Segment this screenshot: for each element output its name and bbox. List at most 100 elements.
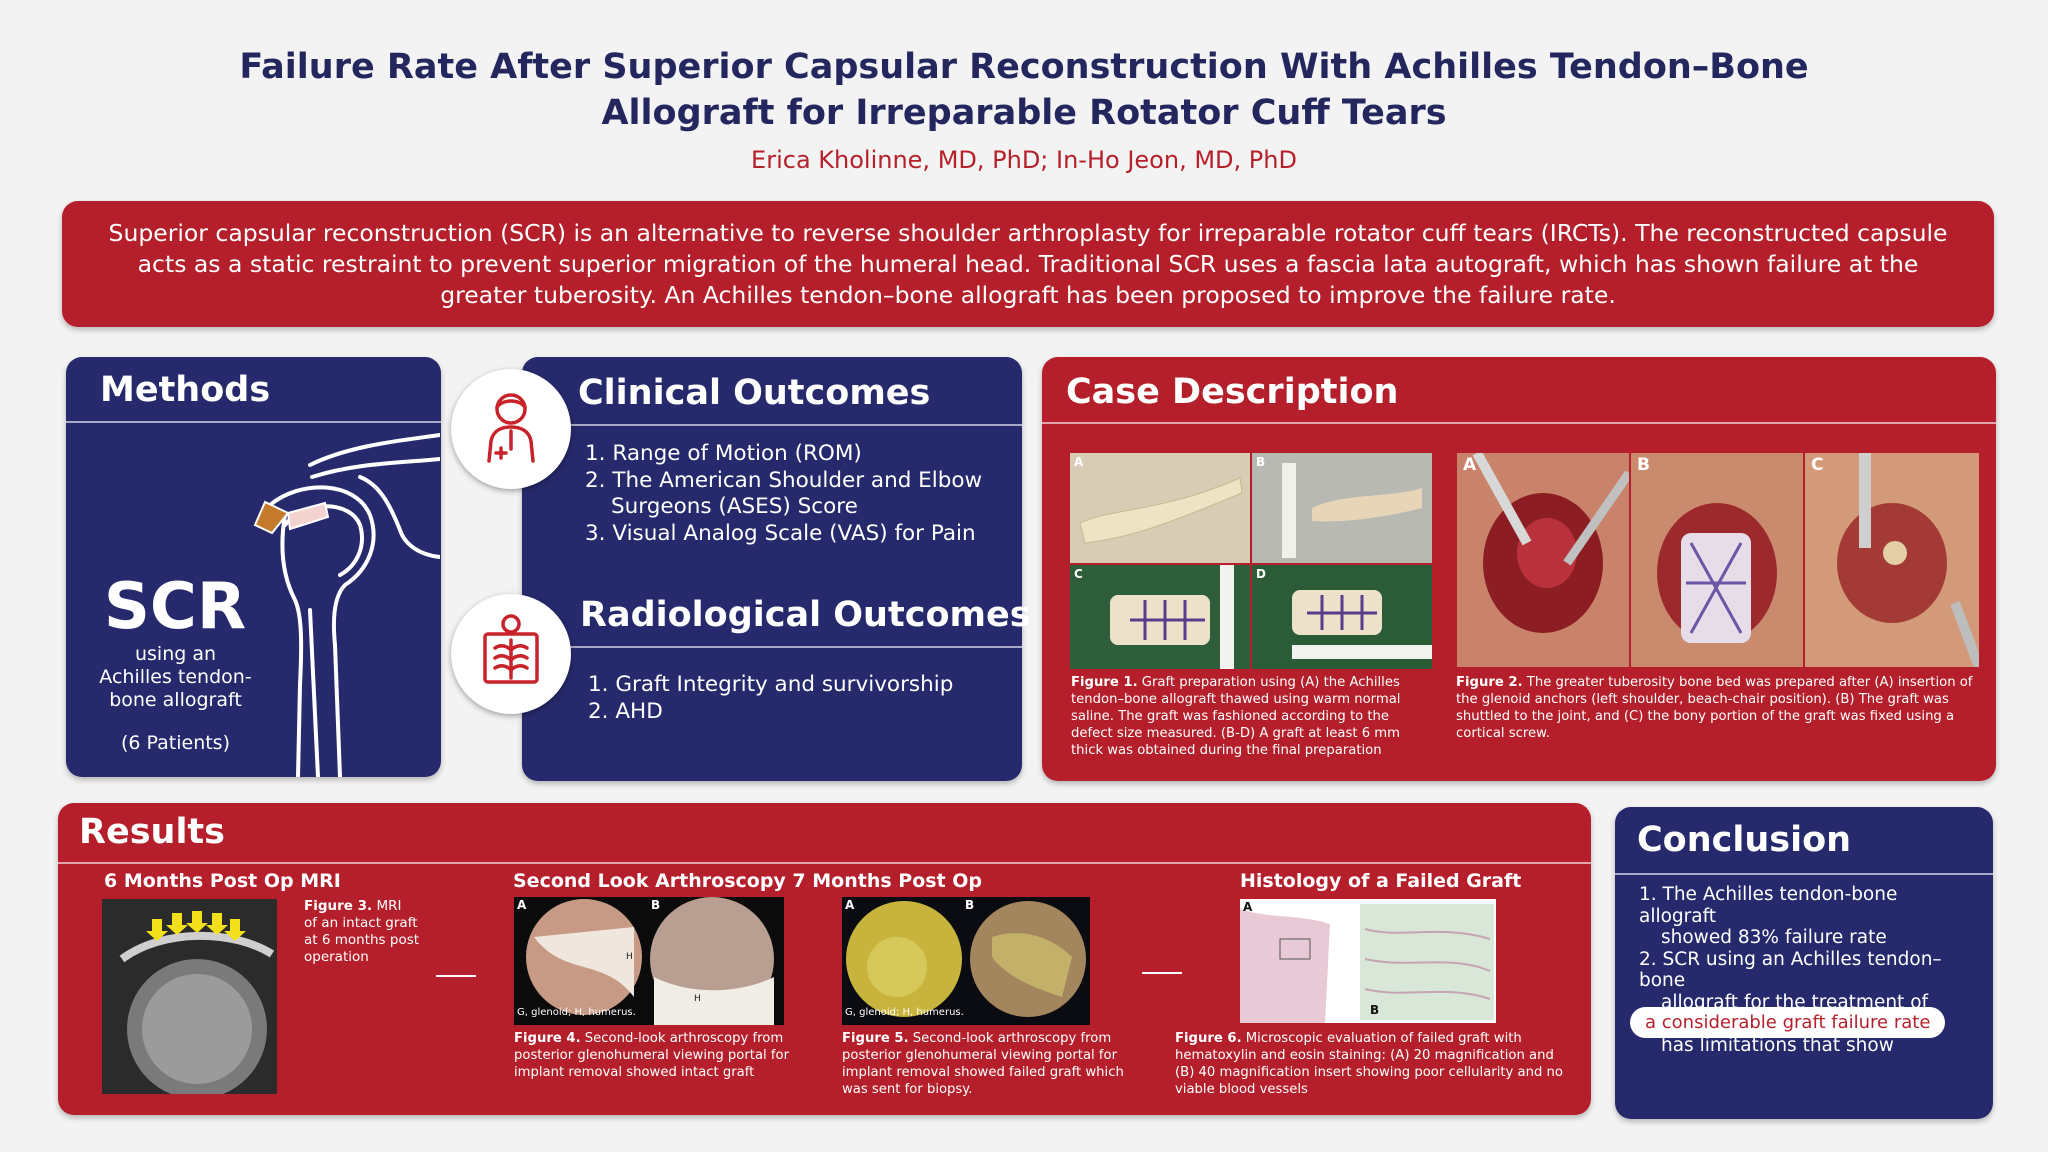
- xray-icon: [451, 594, 571, 714]
- clinician-icon: [451, 369, 571, 489]
- panel-label: D: [1256, 567, 1266, 581]
- figure5-image: A B G, glenoid; H, humerus.: [842, 897, 1090, 1025]
- panel-label: B: [1370, 1003, 1380, 1017]
- figure2-panel-c: C: [1805, 453, 1979, 667]
- panel-label: A: [1243, 900, 1253, 914]
- figure1-panel-b: B: [1252, 453, 1432, 563]
- figure3-mri: [102, 899, 277, 1094]
- figure-label: Figure 2.: [1456, 675, 1523, 690]
- clinical-list: 1. Range of Motion (ROM) 2. The American…: [585, 441, 982, 547]
- title-line-2: Allograft for Irreparable Rotator Cuff T…: [601, 93, 1447, 133]
- figure3-caption: Figure 3. MRI of an intact graft at 6 mo…: [304, 898, 434, 966]
- list-item: 1. The Achilles tendon-bone allograft sh…: [1639, 884, 1979, 949]
- caption-line: of an intact graft: [304, 915, 418, 931]
- patient-count: (6 Patients): [120, 732, 230, 754]
- panel-label: B: [1637, 455, 1650, 475]
- poster-title: Failure Rate After Superior Capsular Rec…: [0, 44, 2048, 136]
- figure4-image: H H A B G, glenoid; H, humerus.: [514, 897, 784, 1025]
- caption-line: operation: [304, 949, 369, 965]
- separator: [436, 975, 476, 977]
- mri-heading: 6 Months Post Op MRI: [104, 870, 341, 892]
- scr-description-line: using an: [134, 643, 217, 665]
- figure5-legend: G, glenoid; H, humerus.: [845, 1007, 964, 1018]
- list-item-text: 2. The American Shoulder and Elbow: [585, 467, 983, 493]
- svg-text:H: H: [694, 994, 701, 1004]
- results-rule: [58, 862, 1591, 864]
- caption-text: MRI: [372, 898, 402, 914]
- list-item: 2. AHD: [588, 698, 663, 724]
- list-item-text: 1. The Achilles tendon-bone allograft: [1639, 884, 1898, 927]
- panel-label: A: [845, 898, 855, 912]
- clinical-title: Clinical Outcomes: [578, 373, 931, 413]
- radiological-rule: [564, 646, 1022, 648]
- panel-label: A: [1463, 455, 1477, 475]
- figure-label: Figure 6.: [1175, 1031, 1242, 1046]
- figure6-image: A B: [1240, 899, 1496, 1023]
- figure1-panel-d: D: [1252, 565, 1432, 669]
- panel-label: B: [1256, 455, 1266, 469]
- intro-text: Superior capsular reconstruction (SCR) i…: [108, 218, 1948, 309]
- conclusion-panel: [1615, 807, 1993, 1119]
- list-item: 1. Graft Integrity and survivorship: [588, 672, 954, 697]
- authors: Erica Kholinne, MD, PhD; In-Ho Jeon, MD,…: [751, 146, 1297, 174]
- figure2-panel-b: B: [1631, 453, 1803, 667]
- separator: [1142, 972, 1182, 974]
- figure6-caption: Figure 6. Microscopic evaluation of fail…: [1175, 1030, 1575, 1098]
- scr-label: SCR: [103, 570, 247, 644]
- caption-text: The greater tuberosity bone bed was prep…: [1456, 675, 1973, 741]
- figure-label: Figure 5.: [842, 1031, 909, 1046]
- caption-text: Second-look arthroscopy from posterior g…: [842, 1031, 1124, 1097]
- figure4-legend: G, glenoid; H, humerus.: [517, 1007, 636, 1018]
- caption-line: Figure 3. MRI: [304, 898, 434, 915]
- conclusion-highlight: a considerable graft failure rate: [1630, 1007, 1946, 1038]
- radiological-list: 1. Graft Integrity and survivorship 2. A…: [588, 672, 953, 725]
- caption-text: Microscopic evaluation of failed graft w…: [1175, 1031, 1563, 1097]
- outcomes-panel: [522, 357, 1022, 781]
- list-item-text: Surgeons (ASES) Score: [611, 494, 858, 519]
- scr-description-line: Achilles tendon-: [99, 666, 252, 688]
- radiological-title: Radiological Outcomes: [580, 595, 1031, 635]
- caption-line: at 6 months post: [304, 932, 420, 948]
- panel-label: C: [1811, 455, 1824, 475]
- clinical-rule: [564, 424, 1022, 426]
- shoulder-illustration: [253, 433, 440, 777]
- case-title: Case Description: [1066, 372, 1399, 412]
- title-line-1: Failure Rate After Superior Capsular Rec…: [239, 47, 1809, 87]
- figure-label: Figure 1.: [1071, 675, 1138, 690]
- panel-label: B: [651, 898, 661, 912]
- intro-banner: Superior capsular reconstruction (SCR) i…: [62, 201, 1994, 327]
- caption-text: Second-look arthroscopy from posterior g…: [514, 1031, 790, 1080]
- panel-label: A: [517, 898, 527, 912]
- svg-text:H: H: [626, 952, 633, 962]
- caption-text: Graft preparation using (A) the Achilles…: [1071, 675, 1401, 758]
- list-item-text: has limitations that show: [1661, 1034, 1894, 1056]
- list-item: 1. Range of Motion (ROM): [585, 441, 862, 466]
- list-item: 2. SCR using an Achilles tendon–bone all…: [1639, 949, 1979, 1057]
- list-item-text: showed 83% failure rate: [1661, 927, 1887, 948]
- figure1-panel-a: A: [1070, 453, 1250, 563]
- results-title: Results: [79, 812, 225, 852]
- panel-label: A: [1074, 455, 1084, 469]
- panel-label: B: [965, 898, 975, 912]
- figure2-caption: Figure 2. The greater tuberosity bone be…: [1456, 674, 1986, 742]
- case-rule: [1042, 422, 1996, 424]
- conclusion-title: Conclusion: [1637, 820, 1852, 860]
- figure2-panel-a: A: [1457, 453, 1629, 667]
- panel-label: C: [1074, 567, 1083, 581]
- list-item: 2. The American Shoulder and Elbow Surge…: [585, 468, 982, 521]
- methods-title: Methods: [100, 370, 271, 410]
- histology-heading: Histology of a Failed Graft: [1240, 870, 1522, 892]
- figure1-panel-c: C: [1070, 565, 1250, 669]
- figure1-caption: Figure 1. Graft preparation using (A) th…: [1071, 674, 1421, 759]
- figure5-caption: Figure 5. Second-look arthroscopy from p…: [842, 1030, 1132, 1098]
- conclusion-rule: [1615, 873, 1993, 875]
- scr-description: using an Achilles tendon- bone allograft: [68, 643, 283, 712]
- list-item: 3. Visual Analog Scale (VAS) for Pain: [585, 520, 976, 546]
- scr-description-line: bone allograft: [109, 689, 242, 711]
- list-item-text: 2. SCR using an Achilles tendon–bone: [1639, 948, 1942, 992]
- arthroscopy-heading: Second Look Arthroscopy 7 Months Post Op: [513, 870, 983, 892]
- methods-panel: [66, 357, 441, 777]
- methods-rule: [66, 421, 441, 423]
- figure4-caption: Figure 4. Second-look arthroscopy from p…: [514, 1030, 814, 1081]
- figure-label: Figure 3.: [304, 898, 373, 914]
